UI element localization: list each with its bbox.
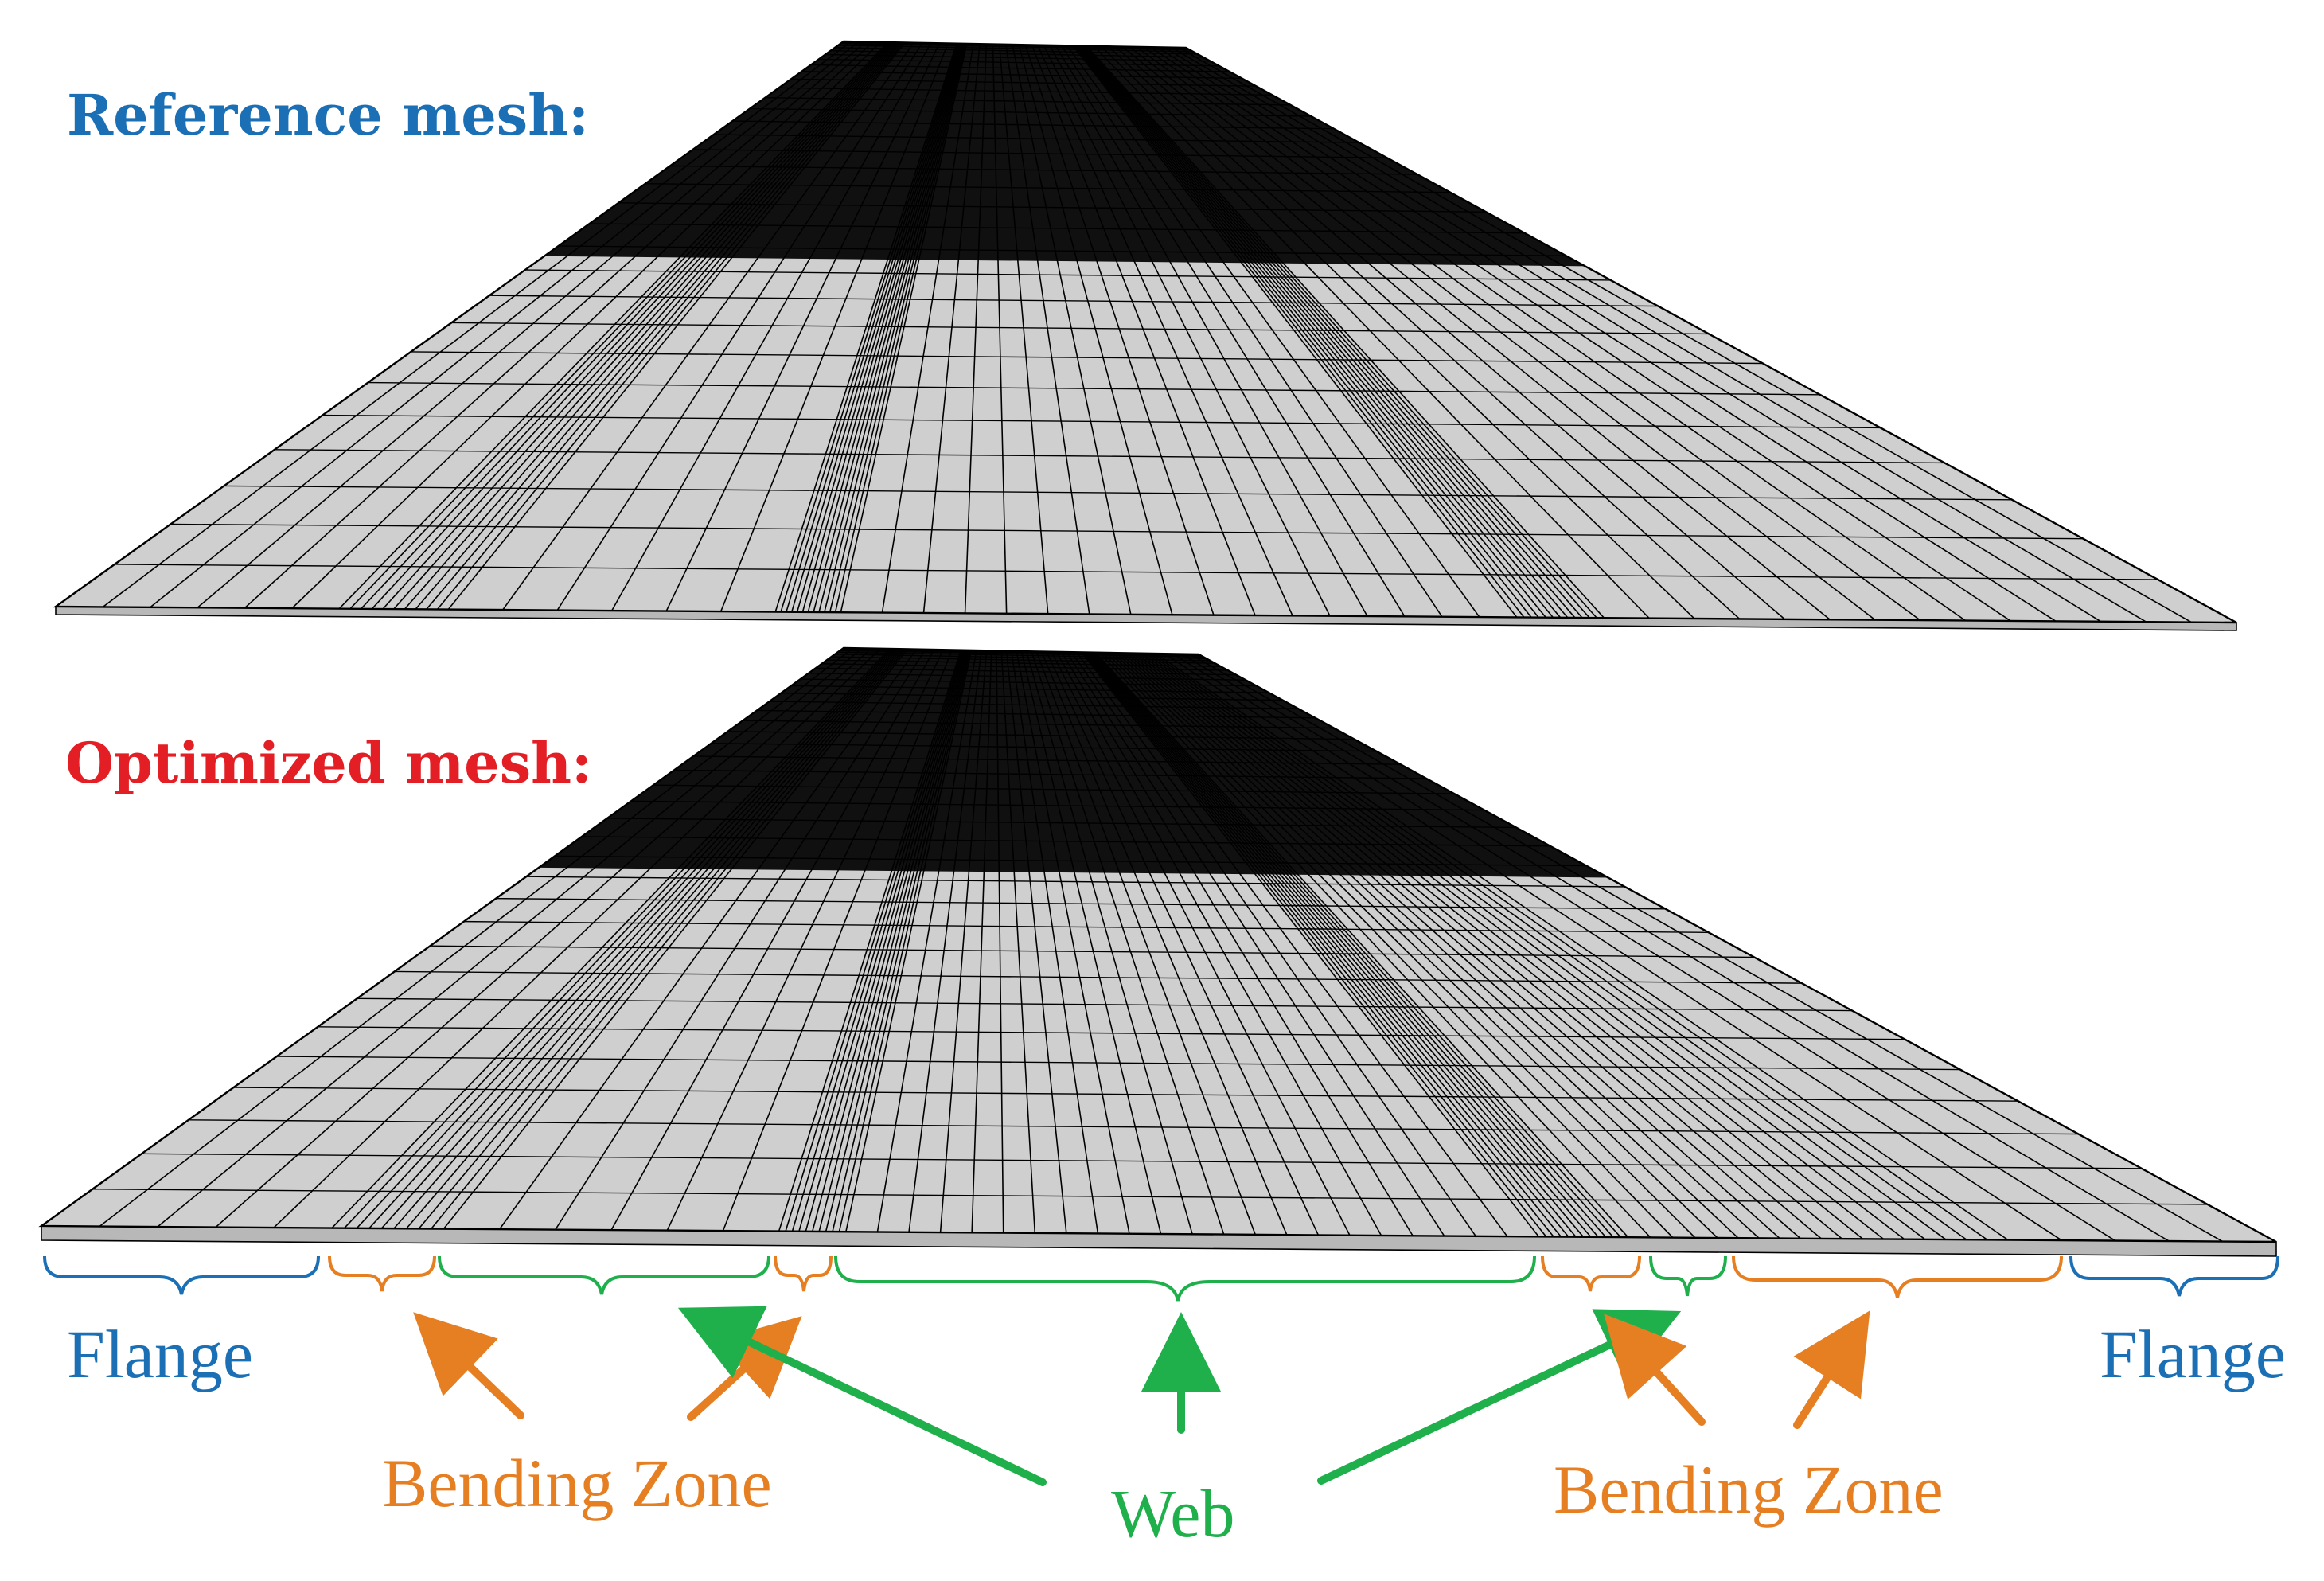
brace-bending-4 — [1732, 1255, 2063, 1298]
mesh-surface — [56, 41, 2236, 623]
arrow-bending-3 — [1604, 1314, 1706, 1426]
mesh-row-line — [274, 449, 1945, 464]
arrow-bending-1 — [413, 1312, 524, 1419]
reference-mesh-title: Reference mesh: — [67, 82, 589, 148]
reference-mesh-plate — [53, 40, 2237, 631]
bending-zone-label-left: Bending Zone — [382, 1445, 772, 1521]
arrow-web-1 — [677, 1306, 1047, 1486]
optimized-mesh-plate — [38, 646, 2277, 1257]
flange-label-left: Flange — [67, 1316, 254, 1392]
flange-label-right: Flange — [2100, 1316, 2287, 1392]
mesh-row-line — [224, 485, 2013, 501]
brace-flange-right — [2069, 1255, 2279, 1297]
mesh-row-line — [170, 523, 2084, 540]
bending-zone-label-right: Bending Zone — [1554, 1451, 1944, 1528]
mesh-row-line — [368, 381, 1820, 396]
web-label: Web — [1111, 1475, 1235, 1552]
brace-web-1 — [438, 1255, 770, 1295]
mesh-row-line — [451, 322, 1710, 335]
brace-web-3 — [1649, 1255, 1727, 1297]
brace-bending-1 — [328, 1255, 436, 1292]
mesh-far-shade — [538, 648, 1608, 878]
arrow-web-3 — [1317, 1309, 1682, 1485]
mesh-far-shade — [544, 41, 1585, 267]
mesh-row-line — [489, 295, 1659, 307]
zone-arrows — [413, 1306, 1870, 1486]
mesh-outline — [38, 646, 2277, 1243]
brace-bending-3 — [1541, 1255, 1641, 1292]
mesh-row-line — [411, 351, 1763, 365]
brace-flange-left — [43, 1255, 320, 1295]
optimized-mesh-title: Optimized mesh: — [65, 730, 592, 796]
mesh-outline — [53, 40, 2237, 624]
brace-web-2 — [834, 1255, 1536, 1302]
mesh-surface — [41, 648, 2276, 1242]
mesh-row-line — [322, 414, 1881, 429]
brace-bending-2 — [774, 1255, 833, 1292]
arrow-bending-4 — [1793, 1310, 1870, 1429]
mesh-row-line — [114, 564, 2158, 580]
zone-braces — [43, 1255, 2279, 1302]
